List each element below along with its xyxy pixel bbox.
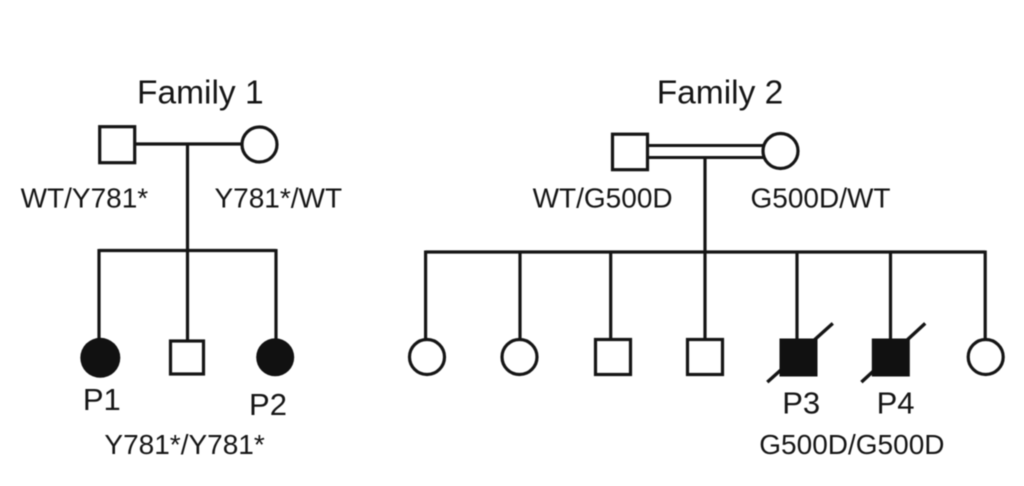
svg-text:Y781*/Y781*: Y781*/Y781* bbox=[104, 429, 264, 460]
svg-text:P4: P4 bbox=[877, 386, 915, 421]
svg-text:P2: P2 bbox=[249, 387, 287, 422]
svg-text:P1: P1 bbox=[83, 382, 121, 417]
svg-text:P3: P3 bbox=[782, 386, 820, 421]
svg-text:WT/G500D: WT/G500D bbox=[533, 183, 673, 214]
svg-text:Y781*/WT: Y781*/WT bbox=[214, 183, 342, 214]
svg-text:G500D/WT: G500D/WT bbox=[750, 183, 890, 214]
svg-text:WT/Y781*: WT/Y781* bbox=[21, 183, 149, 214]
svg-text:Family 1: Family 1 bbox=[137, 75, 264, 112]
svg-text:G500D/G500D: G500D/G500D bbox=[759, 429, 944, 460]
svg-text:Family 2: Family 2 bbox=[657, 75, 784, 112]
